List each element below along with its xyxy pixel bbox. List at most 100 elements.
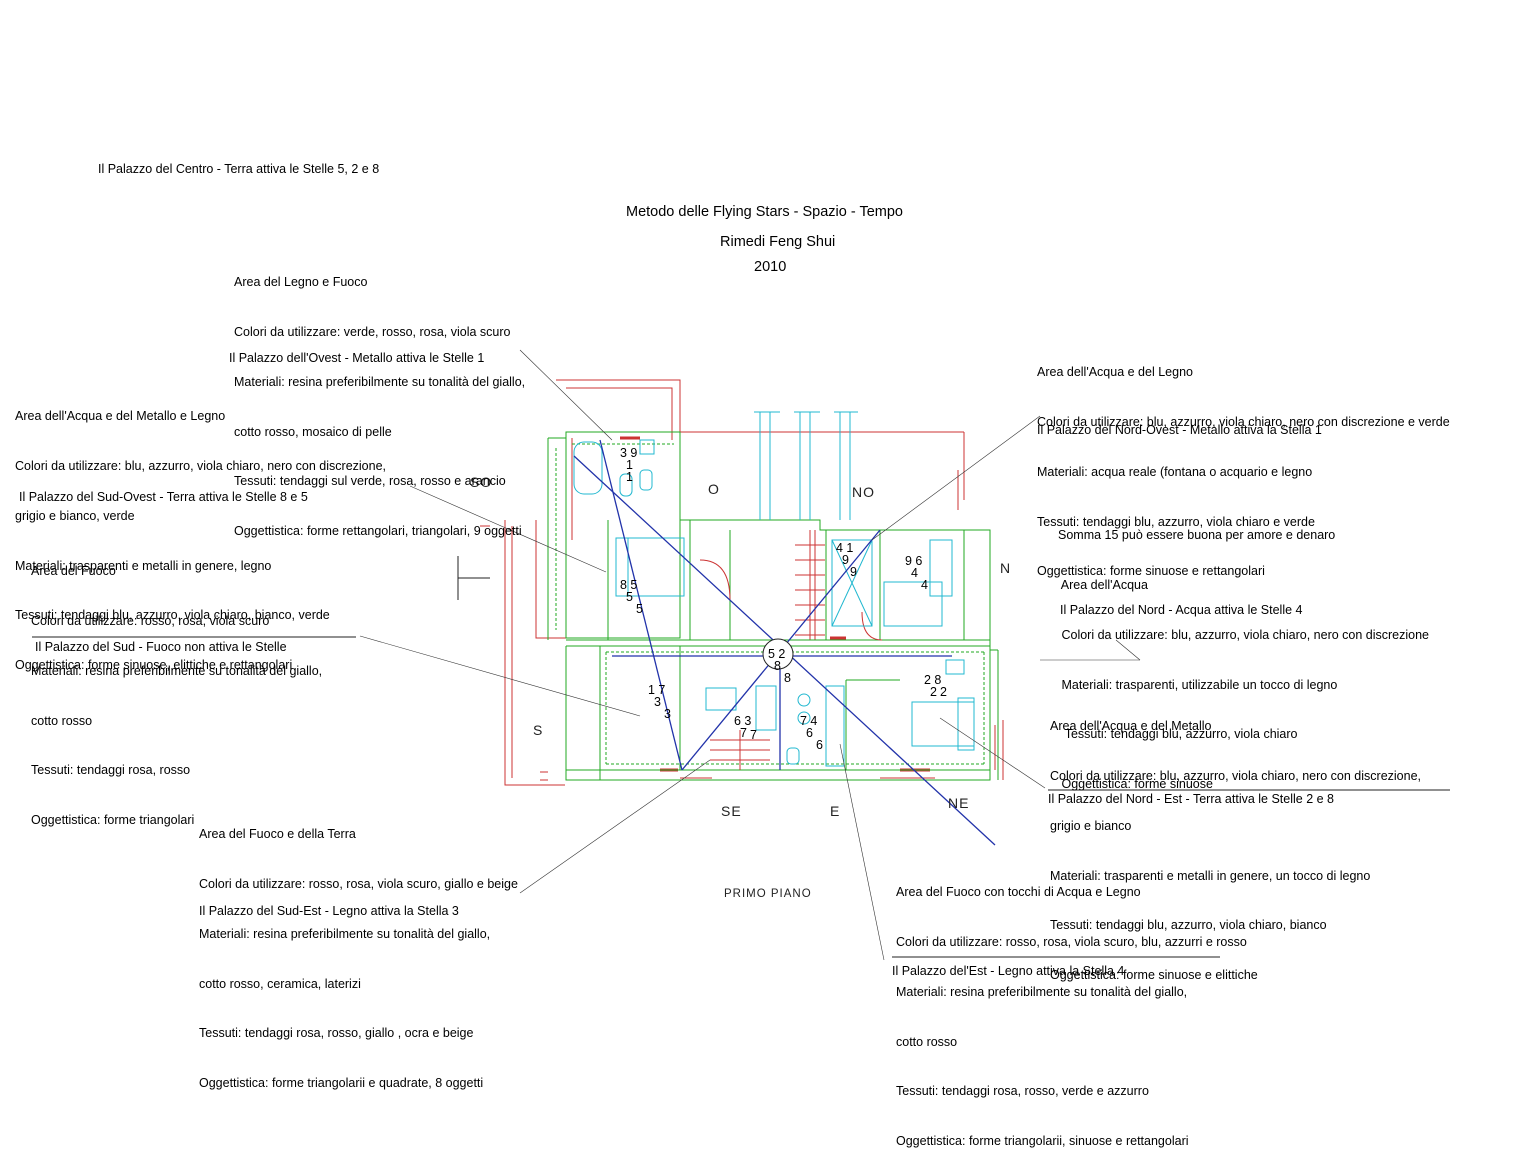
direction-e: E: [830, 803, 841, 819]
block-line: Oggettistica: forme sinuose, elittiche e…: [15, 658, 293, 673]
block-est: Area del Fuoco con tocchi di Acqua e Leg…: [896, 851, 1247, 1166]
block-line: Tessuti: tendaggi rosa, rosso, giallo , …: [199, 1026, 474, 1041]
block-line: Oggettistica: forme triangolarii, sinuos…: [896, 1134, 1189, 1149]
direction-s: S: [533, 722, 544, 738]
block-nord-est: Area dell'Acqua e del Metallo Colori da …: [1050, 685, 1421, 1000]
block-line: Oggettistica: forme sinuose: [1058, 777, 1213, 792]
stars-line: 2: [930, 685, 937, 699]
block-line: Oggettistica: forme triangolarii e quadr…: [199, 1076, 484, 1091]
block-line: Area del Fuoco: [31, 564, 116, 579]
stars-line: 8 5: [620, 578, 638, 592]
block-line: Colori da utilizzare: rosso, rosa, viola…: [896, 934, 1247, 949]
block-line: Colori da utilizzare: rosso, rosa, viola…: [199, 876, 518, 891]
block-line: Area dell'Acqua e del Metallo e Legno: [15, 409, 226, 424]
center-circle: [762, 638, 794, 670]
stars-line: 2: [940, 685, 947, 699]
block-line: Materiali: resina preferibilmente su ton…: [199, 926, 491, 941]
stars-line: 9: [842, 553, 849, 567]
stars-line: 5: [636, 602, 643, 616]
palace-nord: Il Palazzo del Nord - Acqua attiva le St…: [1060, 603, 1303, 617]
block-line: Area del Fuoco e della Terra: [199, 827, 356, 842]
direction-n: N: [1000, 560, 1012, 576]
block-line: Tessuti: tendaggi blu, azzurro, viola ch…: [1050, 918, 1327, 933]
palace-est: Il Palazzo del'Est - Legno attiva la Ste…: [892, 964, 1125, 978]
block-line: Materiali: trasparenti e metalli in gene…: [15, 558, 272, 573]
block-nord-ovest: Area dell'Acqua e del Legno Colori da ut…: [1037, 331, 1450, 597]
direction-ne: NE: [948, 795, 970, 811]
block-line: Colori da utilizzare: blu, azzurro, viol…: [1058, 627, 1430, 642]
block-sud-est: Area del Fuoco e della Terra Colori da u…: [199, 793, 518, 1108]
block-line: Tessuti: tendaggi rosa, rosso: [31, 763, 191, 778]
block-line: Area del Legno e Fuoco: [234, 275, 368, 290]
block-line: cotto rosso: [31, 713, 93, 728]
block-line: Area dell'Acqua e del Metallo: [1050, 719, 1212, 734]
block-nord: Somma 15 può essere buona per amore e de…: [1058, 494, 1429, 809]
block-line: Oggettistica: forme sinuose e elittiche: [1050, 968, 1258, 983]
stars-line: 5 2: [768, 647, 786, 661]
stars-line: 8: [784, 671, 791, 685]
stars-line: 1 7: [648, 683, 666, 697]
stars-line: 7: [750, 728, 757, 742]
palace-sud-ovest: Il Palazzo del Sud-Ovest - Terra attiva …: [19, 490, 308, 504]
block-line: Colori da utilizzare: blu, azzurro, viol…: [15, 458, 387, 473]
block-line: Area del Fuoco con tocchi di Acqua e Leg…: [896, 885, 1141, 900]
block-line: Oggettistica: forme rettangolari, triang…: [234, 524, 522, 539]
stars-line: 8: [774, 659, 781, 673]
block-line: Tessuti: tendaggi sul verde, rosa, rosso…: [234, 474, 506, 489]
block-line: Tessuti: tendaggi blu, azzurro, viola ch…: [1058, 727, 1298, 742]
block-line: Colori da utilizzare: blu, azzurro, viol…: [1037, 414, 1450, 429]
stars-line: 1: [626, 458, 633, 472]
stars-line: 9 6: [905, 554, 923, 568]
block-sud: Area del Fuoco Colori da utilizzare: ros…: [31, 530, 322, 845]
stars-line: 4: [911, 566, 918, 580]
palace-sud: Il Palazzo del Sud - Fuoco non attiva le…: [35, 640, 287, 654]
stars-line: 3: [654, 695, 661, 709]
stairs: [699, 544, 883, 770]
stars-line: 3: [664, 707, 671, 721]
stars-line: 9: [850, 565, 857, 579]
stars-line: 4: [921, 578, 928, 592]
stars-line: 4 1: [836, 541, 854, 555]
block-line: Materiali: trasparenti, utilizzabile un …: [1058, 677, 1338, 692]
stars-line: 6: [816, 738, 823, 752]
direction-o: O: [708, 481, 720, 497]
floor-label: PRIMO PIANO: [724, 888, 812, 900]
dashed-lines: [555, 443, 985, 765]
block-line: Area dell'Acqua e del Legno: [1037, 365, 1193, 380]
stars-line: 7 4: [800, 714, 818, 728]
block-line: cotto rosso, mosaico di pelle: [234, 424, 392, 439]
stars-line: 6: [806, 726, 813, 740]
stars-line: 2 8: [924, 673, 942, 687]
page-title: Metodo delle Flying Stars - Spazio - Tem…: [626, 204, 903, 220]
direction-se: SE: [721, 803, 742, 819]
stars-line: 7: [740, 726, 747, 740]
furniture: [573, 411, 975, 767]
block-ovest: Area del Legno e Fuoco Colori da utilizz…: [234, 241, 525, 556]
block-line: Oggettistica: forme sinuose e rettangola…: [1037, 564, 1265, 579]
block-line: Materiali: trasparenti e metalli in gene…: [1050, 868, 1371, 883]
stars-line: 5: [626, 590, 633, 604]
block-line: Tessuti: tendaggi blu, azzurro, viola ch…: [15, 608, 330, 623]
block-sud-ovest: Area dell'Acqua e del Metallo e Legno Co…: [15, 375, 386, 690]
underlines: [32, 636, 1450, 958]
block-line: Materiali: acqua reale (fontana o acquar…: [1037, 464, 1313, 479]
year: 2010: [754, 259, 787, 275]
block-line: grigio e bianco, verde: [15, 508, 135, 523]
block-line: Oggettistica: forme triangolari: [31, 813, 195, 828]
north-marker: [457, 556, 490, 600]
palace-ovest: Il Palazzo dell'Ovest - Metallo attiva l…: [229, 351, 485, 365]
stars-line: 6 3: [734, 714, 752, 728]
stars-line: 1: [626, 470, 633, 484]
block-line: Area dell'Acqua: [1058, 577, 1148, 592]
block-line: Colori da utilizzare: rosso, rosa, viola…: [31, 613, 270, 628]
